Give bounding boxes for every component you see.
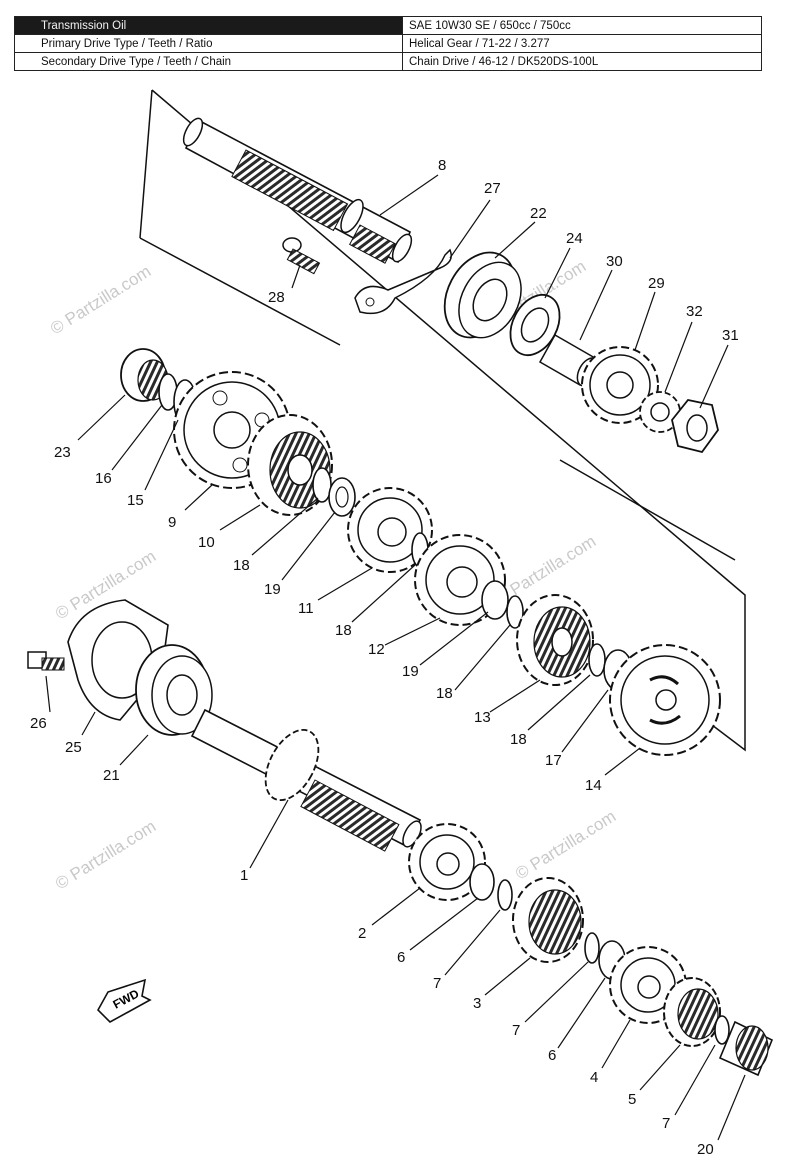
callout-number: 22 [530, 205, 547, 222]
callout-number: 30 [606, 253, 623, 270]
callout-number: 11 [298, 600, 314, 617]
gear [512, 877, 584, 963]
needle-bearing [120, 348, 169, 402]
callout-number: 32 [686, 303, 703, 320]
callout-number: 2 [358, 925, 366, 942]
callout-number: 18 [233, 557, 250, 574]
gear [414, 534, 506, 626]
bearing [135, 644, 213, 736]
callout-number: 29 [648, 275, 665, 292]
screw [27, 651, 65, 671]
callout-number: 19 [402, 663, 419, 680]
callout-number: 5 [628, 1091, 636, 1108]
spec-value: Chain Drive / 46-12 / DK520DS-100L [402, 52, 762, 71]
oil-seal [509, 294, 561, 356]
group-outline [559, 459, 736, 561]
spec-row: Transmission Oil SAE 10W30 SE / 650cc / … [14, 16, 762, 35]
spec-label: Secondary Drive Type / Teeth / Chain [14, 52, 403, 71]
callout-number: 7 [433, 975, 441, 992]
gear [609, 644, 721, 756]
spec-row: Secondary Drive Type / Teeth / Chain Cha… [14, 52, 762, 71]
watermark-text: © Partzilla.com [52, 817, 159, 894]
callout-number: 18 [436, 685, 453, 702]
needle-bearing [718, 1020, 774, 1077]
circlip [714, 1015, 730, 1045]
drive-axle [182, 117, 413, 264]
callout-number: 8 [438, 157, 446, 174]
spec-label: Transmission Oil [14, 16, 403, 35]
callout-number: 6 [397, 949, 405, 966]
callout-number: 1 [240, 867, 248, 884]
circlip [584, 932, 600, 964]
callout-number: 14 [585, 777, 602, 794]
callout-number: 3 [473, 995, 481, 1012]
gear [663, 977, 721, 1047]
washer [469, 863, 495, 901]
callout-number: 13 [474, 709, 491, 726]
callout-number: 16 [95, 470, 112, 487]
callout-number: 26 [30, 715, 47, 732]
callout-number: 27 [484, 180, 501, 197]
callout-number: 20 [697, 1141, 714, 1158]
circlip [588, 643, 606, 677]
spec-value: SAE 10W30 SE / 650cc / 750cc [402, 16, 762, 35]
gear [516, 594, 594, 686]
callout-number: 17 [545, 752, 562, 769]
callout-number: 23 [54, 444, 71, 461]
callout-number: 18 [510, 731, 527, 748]
watermark-text: © Partzilla.com [47, 262, 154, 339]
bearing [443, 251, 522, 339]
group-outline [151, 89, 746, 752]
callout-number: 25 [65, 739, 82, 756]
drive-sprocket [581, 346, 659, 424]
callout-number: 19 [264, 581, 281, 598]
washer [328, 477, 356, 517]
bearing-stopper-plate [354, 248, 452, 315]
forward-direction-arrow-icon: FWD [97, 978, 152, 1023]
callout-number: 31 [722, 327, 739, 344]
callout-number: 9 [168, 514, 176, 531]
callout-number: 4 [590, 1069, 598, 1086]
circlip [497, 879, 513, 911]
nut [671, 399, 719, 454]
callout-number: 21 [103, 767, 120, 784]
washer [481, 580, 509, 620]
callout-number: 7 [662, 1115, 670, 1132]
group-outline [139, 237, 341, 346]
watermark-text: © Partzilla.com [512, 807, 619, 884]
callout-number: 10 [198, 534, 215, 551]
callout-number: 7 [512, 1022, 520, 1039]
callout-number: 28 [268, 289, 285, 306]
main-axle [190, 708, 422, 852]
callout-number: 12 [368, 641, 385, 658]
spec-table: Transmission Oil SAE 10W30 SE / 650cc / … [14, 16, 762, 71]
gear [347, 487, 433, 573]
group-outline [139, 89, 153, 239]
bolt [282, 237, 321, 275]
gear [408, 823, 486, 901]
circlip [506, 595, 524, 629]
callout-number: 15 [127, 492, 144, 509]
callout-labels: 8 27 22 24 30 29 32 31 28 23 16 15 9 10 … [30, 157, 739, 1158]
leader-lines [45, 174, 746, 1141]
callout-number: 24 [566, 230, 583, 247]
callout-number: 18 [335, 622, 352, 639]
callout-number: 6 [548, 1047, 556, 1064]
